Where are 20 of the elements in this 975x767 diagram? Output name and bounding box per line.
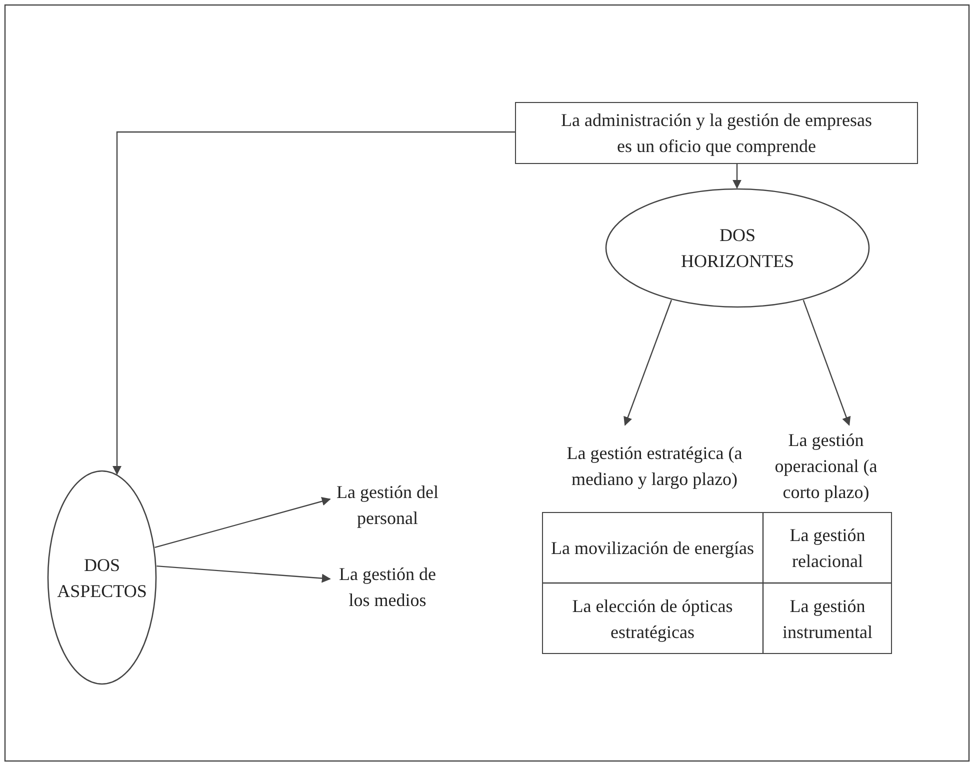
arrow <box>802 300 851 426</box>
ellipse-node <box>47 470 157 685</box>
node-label: DOS ASPECTOS <box>56 554 148 602</box>
arrow <box>154 496 331 548</box>
node-label: DOS HORIZONTES <box>680 224 795 273</box>
arrow <box>732 164 742 189</box>
node-text: La gestión de los medios <box>338 563 437 612</box>
arrow <box>156 565 331 583</box>
node-text: La gestión operacional (a corto plazo) <box>774 429 878 504</box>
table-cell-text: La gestión relacional <box>788 524 866 572</box>
node-text: La gestión estratégica (a mediano y largo plazo) <box>566 442 744 491</box>
arrow <box>624 300 672 426</box>
table-cell-text: La movilización de energías <box>550 536 756 560</box>
ellipse-node <box>605 188 870 308</box>
arrow <box>112 131 515 475</box>
table-cell-text: La elección de ópticas estratégicas <box>571 594 734 644</box>
process-box <box>515 102 918 164</box>
node-label: La administración y la gestión de empresas es un oficio que comprende <box>560 109 873 158</box>
table-cell-text: La gestión instrumental <box>782 594 874 644</box>
node-text: La gestión del personal <box>336 481 440 530</box>
